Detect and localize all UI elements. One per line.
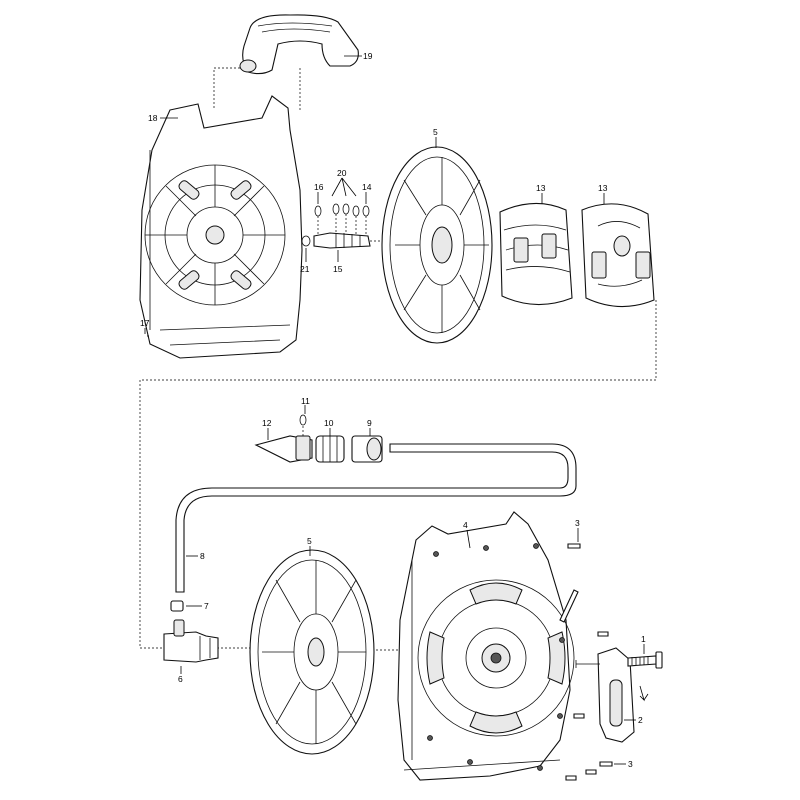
garden-hose [175, 443, 577, 593]
label-part-9: 9 [367, 418, 372, 428]
reel-housing-right [397, 511, 575, 781]
label-part-20: 20 [337, 168, 347, 178]
label-part-3-top: 3 [575, 518, 580, 528]
o-ring-part-11 [299, 414, 307, 426]
label-part-8: 8 [200, 551, 205, 561]
leader-lines [144, 55, 645, 765]
hose-coupling-part-9 [351, 435, 383, 463]
hose-clip-part-7 [170, 600, 184, 612]
connector-part-10 [315, 435, 345, 463]
label-part-6: 6 [178, 674, 183, 684]
label-part-2: 2 [638, 715, 643, 725]
label-part-10: 10 [324, 418, 334, 428]
crank-bolt-part-1 [627, 651, 663, 669]
inlet-connector-part-6 [163, 619, 219, 663]
assembly-link-line-left [139, 300, 657, 649]
label-part-5-top: 5 [433, 127, 438, 137]
reel-drum-top [381, 146, 493, 344]
label-part-4: 4 [463, 520, 468, 530]
spray-nozzle-part [254, 435, 313, 463]
crank-handle-part-2 [575, 647, 635, 743]
label-part-18: 18 [148, 113, 158, 123]
side-pin [559, 589, 579, 623]
small-parts-guides [317, 214, 367, 234]
rotation-arrow [639, 685, 649, 702]
label-part-1: 1 [641, 634, 646, 644]
label-part-12: 12 [262, 418, 272, 428]
label-part-7: 7 [204, 601, 209, 611]
label-part-17: 17 [140, 318, 150, 328]
part-number-labels: 19 18 5 20 16 14 13 13 21 15 17 11 12 10… [140, 51, 646, 769]
reel-housing-left [139, 95, 303, 359]
label-part-15: 15 [333, 264, 343, 274]
handle-guide-line [213, 67, 240, 110]
hose-guide-sleeve-left [499, 202, 573, 306]
label-part-13-left: 13 [536, 183, 546, 193]
hose-guide-sleeve-right [581, 203, 655, 308]
label-part-3-bottom: 3 [628, 759, 633, 769]
label-part-14: 14 [362, 182, 372, 192]
label-part-13-right: 13 [598, 183, 608, 193]
label-part-16: 16 [314, 182, 324, 192]
label-part-19: 19 [363, 51, 373, 61]
label-part-11: 11 [301, 396, 310, 406]
label-part-5-bottom: 5 [307, 536, 312, 546]
handle-part [239, 14, 359, 75]
screws-part-3 [565, 543, 613, 781]
reel-drum-bottom [249, 549, 375, 755]
label-part-21: 21 [300, 264, 310, 274]
